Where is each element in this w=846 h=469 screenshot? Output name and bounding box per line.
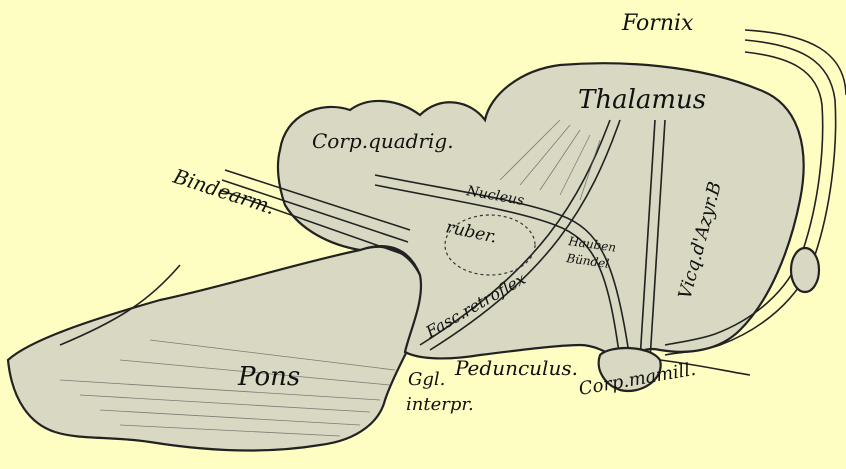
label-ggl: Ggl. [408,369,445,390]
label-corp-quadrig: Corp.quadrig. [312,129,454,153]
fornix-knob [791,248,819,292]
label-fornix: Fornix [621,11,694,36]
label-bindearm: Bindearm. [170,164,279,220]
pons-region [8,247,424,451]
label-pons: Pons [237,362,300,392]
label-interpr: interpr. [406,394,474,415]
label-pedunculus: Pedunculus. [454,356,578,380]
label-thalamus: Thalamus [578,85,706,115]
